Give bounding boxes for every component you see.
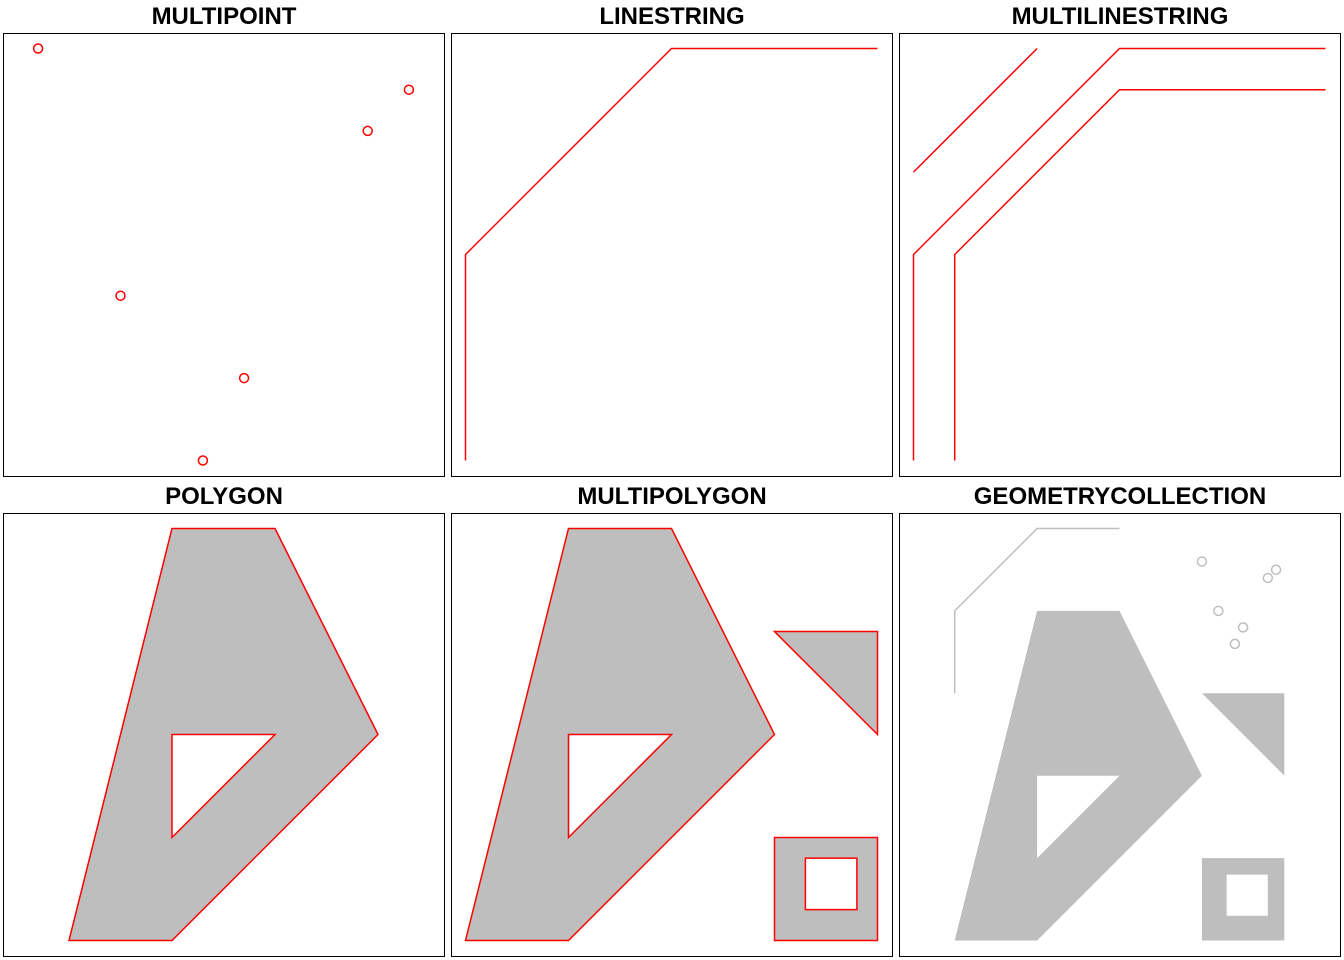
geometry-plot bbox=[912, 47, 1326, 461]
panel-title: MULTILINESTRING bbox=[1011, 3, 1229, 30]
panel-title: LINESTRING bbox=[599, 3, 745, 30]
panel-title: MULTIPOLYGON bbox=[577, 483, 767, 510]
point-marker bbox=[115, 290, 126, 301]
point-marker bbox=[197, 455, 209, 466]
panel-geometrycollection: GEOMETRYCOLLECTION bbox=[896, 480, 1344, 960]
geometry-plot bbox=[464, 527, 879, 942]
plot-frame bbox=[3, 513, 445, 957]
polygon bbox=[1201, 858, 1285, 941]
polygon bbox=[772, 630, 879, 737]
panel-title: MULTIPOINT bbox=[151, 3, 297, 30]
geometry-plot bbox=[68, 527, 379, 942]
panel-multipolygon: MULTIPOLYGON bbox=[448, 480, 896, 960]
panel-title: POLYGON bbox=[165, 483, 283, 510]
point-marker bbox=[403, 84, 415, 95]
point-marker bbox=[1196, 556, 1208, 567]
polygon bbox=[68, 527, 379, 942]
plot-frame bbox=[3, 33, 445, 477]
point-marker bbox=[1270, 564, 1282, 575]
geometry-plot bbox=[464, 47, 878, 461]
geometry-plot bbox=[32, 43, 415, 466]
plot-frame bbox=[899, 513, 1341, 957]
panel-polygon: POLYGON bbox=[0, 480, 448, 960]
linestring bbox=[464, 47, 878, 461]
panel-title: GEOMETRYCOLLECTION bbox=[973, 483, 1267, 510]
plot-frame bbox=[899, 33, 1341, 477]
point-marker bbox=[32, 43, 44, 54]
linestring bbox=[953, 88, 1326, 461]
panel-linestring: LINESTRING bbox=[448, 0, 896, 480]
point-marker bbox=[1213, 605, 1224, 617]
plot-frame bbox=[451, 33, 893, 477]
point-marker bbox=[362, 125, 373, 137]
polygon bbox=[1201, 693, 1285, 776]
linestring bbox=[953, 527, 1120, 694]
polygon bbox=[773, 836, 879, 942]
plot-frame bbox=[451, 513, 893, 957]
polygon bbox=[464, 527, 776, 942]
point-marker bbox=[1237, 622, 1249, 633]
point-marker bbox=[1262, 572, 1274, 584]
geometry-plot bbox=[953, 527, 1285, 941]
linestring bbox=[912, 47, 1326, 461]
panel-multipoint: MULTIPOINT bbox=[0, 0, 448, 480]
point-marker bbox=[1229, 638, 1241, 650]
polygon bbox=[954, 610, 1202, 941]
linestring bbox=[912, 47, 1038, 173]
panel-multilinestring: MULTILINESTRING bbox=[896, 0, 1344, 480]
point-marker bbox=[238, 372, 250, 384]
